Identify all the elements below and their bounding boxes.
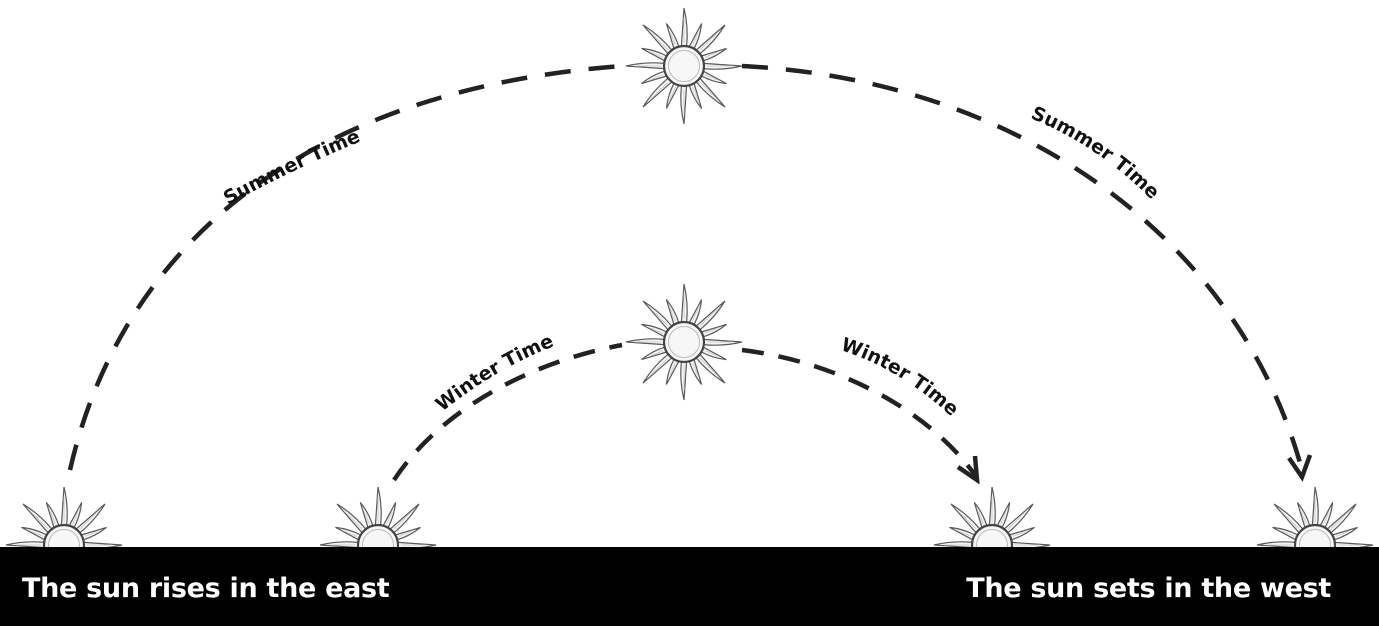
- summer-path-right: [742, 66, 1302, 470]
- summer-path-left: [70, 66, 622, 470]
- sunset-caption: The sun sets in the west: [966, 573, 1331, 604]
- sunrise-caption: The sun rises in the east: [22, 573, 389, 604]
- summer-label-left: Summer Time: [220, 125, 363, 209]
- winter-label-left: Winter Time: [432, 330, 557, 416]
- sun-winter-noon-icon: [626, 284, 742, 400]
- winter-label-right: Winter Time: [838, 334, 963, 421]
- sun-summer-noon-icon: [626, 8, 742, 124]
